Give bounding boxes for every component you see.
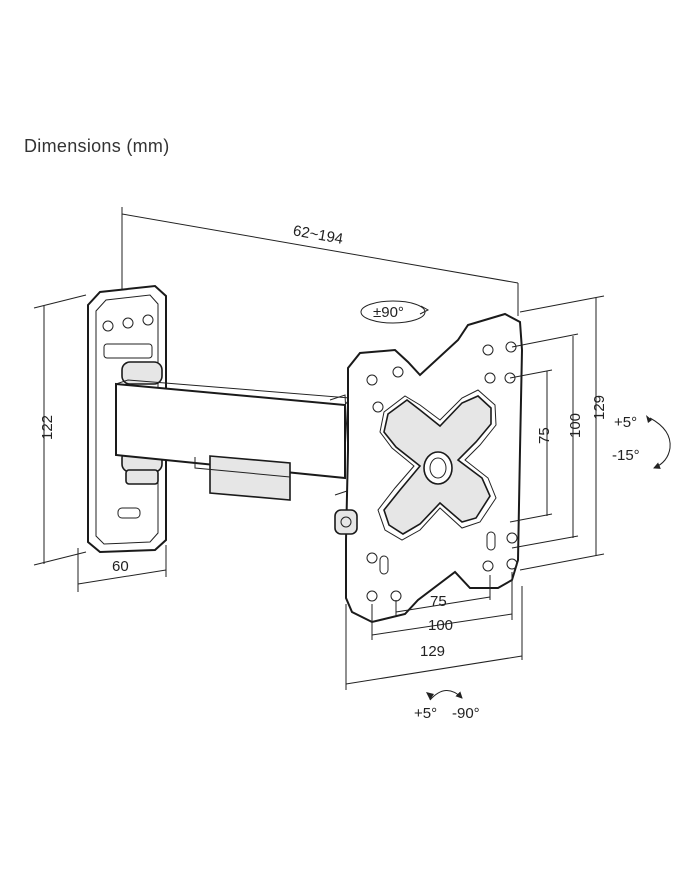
arm-extension-label: 62~194 [292,222,345,248]
wall-plate-height-label: 122 [39,415,56,440]
vesa-h-mid-label: 100 [428,617,453,634]
vesa-v-small-label: 75 [536,427,553,444]
swivel-label: ±90° [373,304,404,321]
pan-minus-label: -90° [452,705,480,722]
pan-indicator: +5° -90° [414,690,480,722]
swivel-indicator: ±90° [360,300,430,324]
swing-arm [115,379,351,501]
tilt-indicator: +5° -15° [612,414,671,469]
wall-plate-height-dimension: 122 [33,294,87,566]
tilt-down-label: -15° [612,447,640,464]
wall-plate-width-dimension: 60 [77,545,167,592]
arm-extension-dimension: 62~194 [121,207,519,316]
vesa-v-large-label: 129 [591,395,608,420]
vesa-h-small-label: 75 [430,593,447,610]
vesa-plate [334,312,524,624]
vesa-v-mid-label: 100 [567,413,584,438]
tilt-up-label: +5° [614,414,637,431]
diagram-title: Dimensions (mm) [24,136,170,156]
vesa-horizontal-dimensions: 75 100 129 [345,572,523,690]
wall-plate-width-label: 60 [112,558,129,575]
pan-plus-label: +5° [414,705,437,722]
vesa-vertical-dimensions: 129 100 75 [509,295,608,571]
vesa-h-large-label: 129 [420,643,445,660]
